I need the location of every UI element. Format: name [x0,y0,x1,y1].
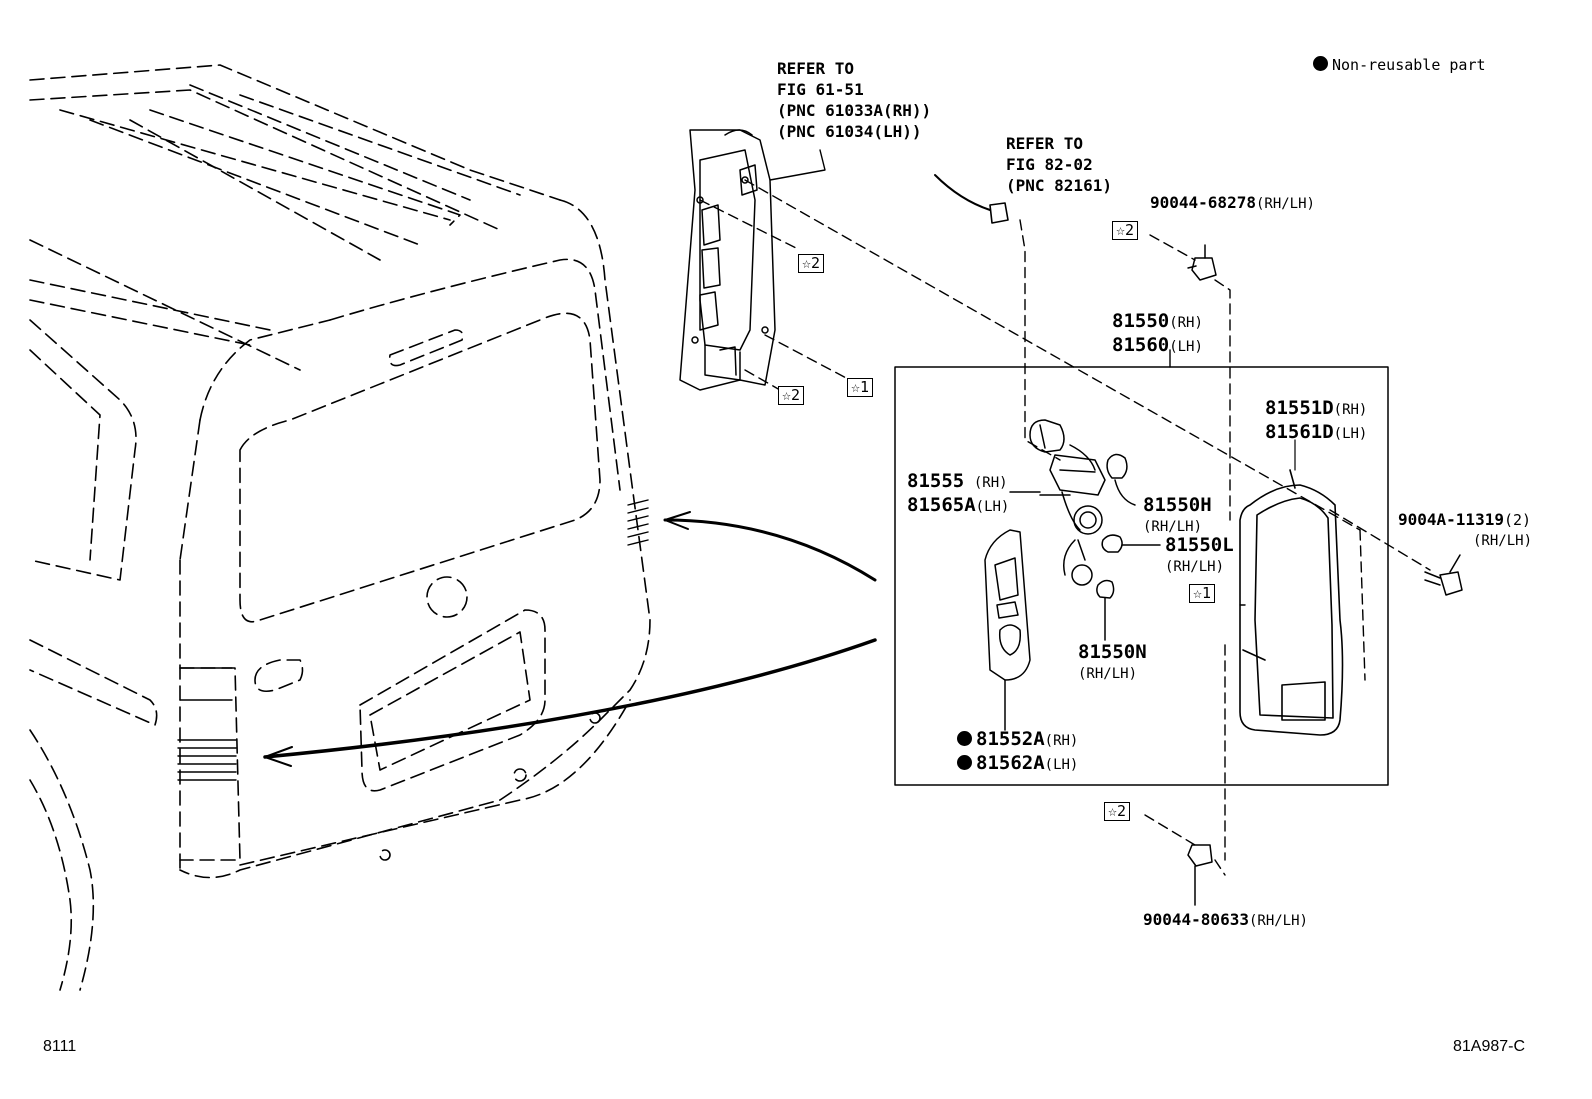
lamp-assembly [1239,469,1344,736]
part-90044-80633: 90044-80633(RH/LH) [1143,910,1308,929]
tag-star1-panel: ☆1 [847,378,874,397]
footer-figure-number: 8111 [43,1038,77,1055]
tag-star2-clip-bottom: ☆2 [1104,802,1131,821]
part-81550-81560: 81550(RH) 81560(LH) [1112,310,1203,356]
part-81550H: 81550H (RH/LH) [1143,494,1212,535]
part-81550N: 81550N (RH/LH) [1078,641,1147,682]
part-81555-81565A: 81555 (RH) 81565A(LH) [907,470,1010,516]
non-reusable-dot-icon [957,755,972,770]
non-reusable-dot-icon [1313,56,1328,71]
part-81552A-81562A: 81552A(RH) 81562A(LH) [957,728,1078,776]
tag-star2-panel-lower: ☆2 [778,386,805,405]
assembly-box [894,366,1389,786]
clip-top [1187,244,1217,281]
socket-harness [1009,419,1161,641]
callout-arrows [263,511,877,767]
panel-piece [679,129,776,391]
part-81550L: 81550L (RH/LH) [1165,534,1234,575]
tag-star2-clip-top: ☆2 [1112,221,1139,240]
reference-fig-61-51: REFER TO FIG 61-51 (PNC 61033A(RH)) (PNC… [777,59,932,141]
screw-right [1424,554,1463,596]
part-9004A-11319: 9004A-11319(2) (RH/LH) [1398,510,1533,549]
part-90044-68278: 90044-68278(RH/LH) [1150,193,1315,212]
tag-star2-panel-upper: ☆2 [798,254,825,273]
reference-fig-82-02: REFER TO FIG 82-02 (PNC 82161) [1006,134,1112,195]
tag-star1-lamp: ☆1 [1189,584,1216,603]
vehicle-rear [29,64,651,991]
right-tail-lamp [627,499,649,546]
non-reusable-dot-icon [957,731,972,746]
gasket [984,529,1031,731]
clip-bottom [1187,844,1213,906]
part-81551D-81561D: 81551D(RH) 81561D(LH) [1265,397,1368,443]
footer-drawing-code: 81A987-C [1453,1038,1526,1055]
legend: Non-reusable part [1313,55,1486,75]
left-tail-lamp [177,667,237,781]
